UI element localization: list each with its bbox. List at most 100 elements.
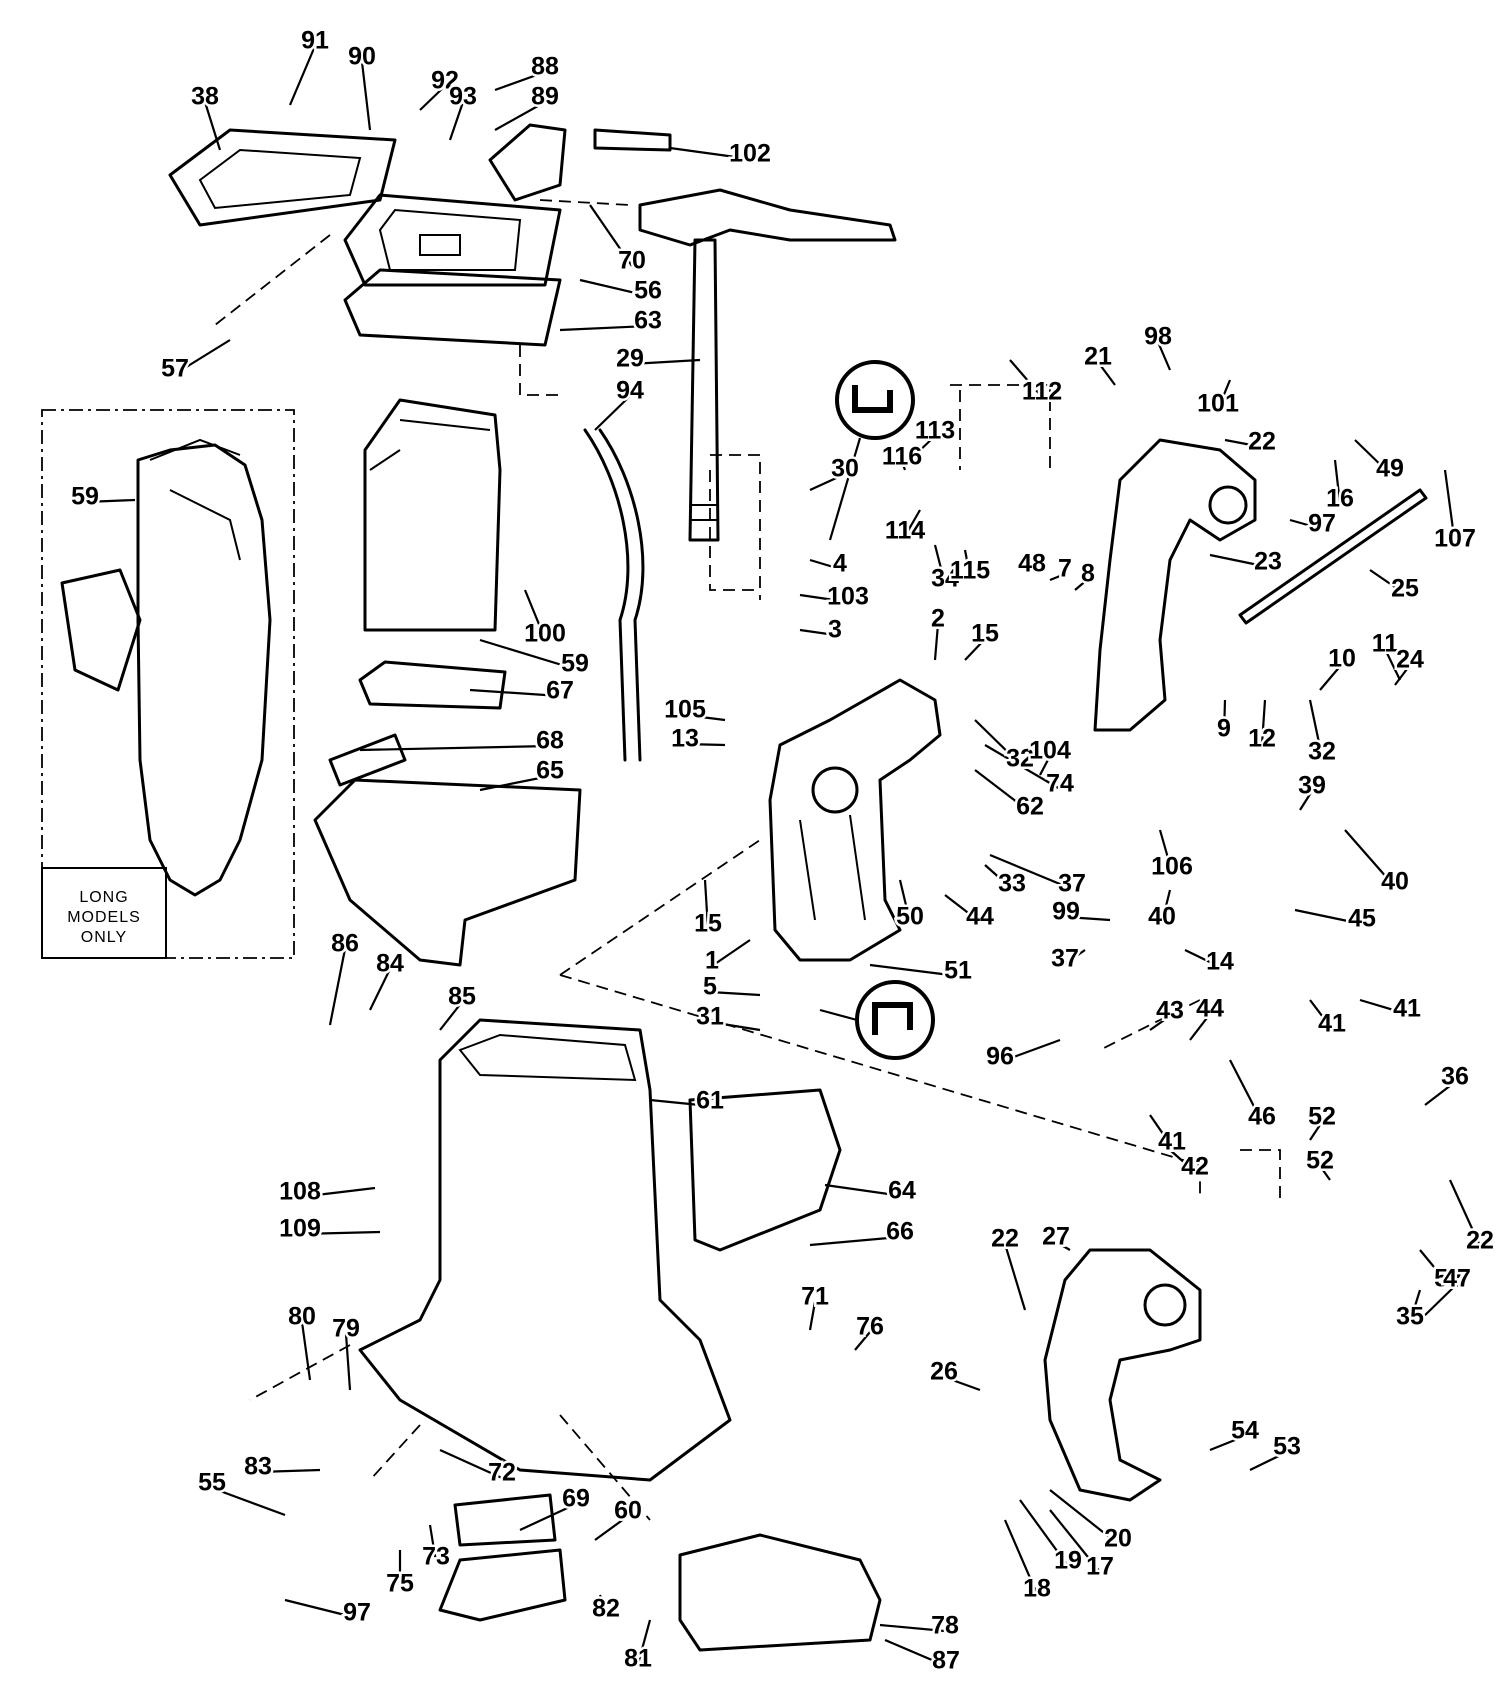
leader-line-38	[203, 101, 222, 151]
leader-line-113	[914, 435, 936, 456]
leader-line-115	[963, 549, 972, 577]
part-label-12: 12	[1248, 725, 1276, 753]
part-label-107: 107	[1434, 525, 1476, 553]
part-label-1: 1	[705, 947, 719, 975]
leader-line-116	[900, 461, 907, 471]
part-label-97: 97	[1308, 510, 1336, 538]
leader-line-16	[1333, 459, 1342, 505]
inset-note-line-2: MODELS	[67, 909, 141, 926]
part-label-47: 47	[1443, 1265, 1471, 1293]
part-label-32: 32	[1006, 745, 1034, 773]
leader-line-55	[211, 1486, 286, 1517]
part-label-78: 78	[931, 1612, 959, 1640]
leader-line-42	[1169, 1149, 1196, 1173]
leader-line-81	[636, 1619, 652, 1665]
leader-line-45	[1294, 908, 1363, 926]
leader-line-43	[1149, 1015, 1171, 1031]
part-label-21: 21	[1084, 343, 1112, 371]
part-label-42: 42	[1181, 1153, 1209, 1181]
leader-line-40	[1344, 829, 1396, 888]
leader-line-97	[1289, 518, 1323, 531]
part-label-16: 16	[1326, 485, 1354, 513]
part-label-17: 17	[1086, 1553, 1114, 1581]
part-label-43: 43	[1156, 997, 1184, 1025]
part-label-109: 109	[279, 1215, 321, 1243]
part-label-38: 38	[191, 83, 219, 111]
leader-line-11	[1384, 648, 1401, 681]
leader-line-92	[419, 85, 446, 111]
leader-line-33	[984, 864, 1013, 890]
leader-line-102	[669, 146, 751, 161]
assembly-lines	[214, 199, 1281, 1521]
part-label-48: 48	[1018, 550, 1046, 578]
part-label-104: 104	[1029, 737, 1071, 765]
part-label-32: 32	[1308, 738, 1336, 766]
leader-line-54	[1209, 1434, 1246, 1452]
leader-line-18	[1003, 1519, 1039, 1595]
leader-line-51	[869, 963, 959, 978]
part-label-96: 96	[986, 1043, 1014, 1071]
part-label-27: 27	[1042, 1223, 1070, 1251]
leader-line-24	[1394, 664, 1411, 686]
part-label-7: 7	[1058, 555, 1072, 583]
adapter-plate-assembly	[168, 128, 562, 347]
part-label-98: 98	[1144, 323, 1172, 351]
leader-line-74	[984, 744, 1061, 790]
leader-line-89	[494, 101, 546, 131]
leader-line-104	[1039, 755, 1051, 776]
part-label-29: 29	[616, 345, 644, 373]
lower-cover-parts	[438, 1088, 882, 1652]
part-label-67: 67	[546, 677, 574, 705]
part-label-22: 22	[991, 1225, 1019, 1253]
part-label-86: 86	[331, 930, 359, 958]
part-label-14: 14	[1206, 948, 1234, 976]
part-label-22: 22	[1466, 1227, 1494, 1255]
part-label-23: 23	[1254, 548, 1282, 576]
leader-line-64	[824, 1183, 903, 1198]
leader-line-82	[598, 1594, 608, 1615]
part-label-64: 64	[888, 1177, 916, 1205]
leader-line-22	[1448, 1179, 1482, 1247]
part-label-71: 71	[801, 1283, 829, 1311]
part-label-15: 15	[694, 910, 722, 938]
part-label-9: 9	[1217, 715, 1231, 743]
part-label-65: 65	[536, 757, 564, 785]
leader-line-71	[808, 1301, 817, 1331]
part-label-93: 93	[449, 83, 477, 111]
leader-line-112	[1009, 359, 1043, 398]
leader-line-14	[1184, 949, 1221, 968]
leader-line-94	[594, 395, 631, 431]
part-label-41: 41	[1318, 1010, 1346, 1038]
leader-line-107	[1443, 469, 1457, 545]
part-label-18: 18	[1023, 1575, 1051, 1603]
part-label-80: 80	[288, 1303, 316, 1331]
part-label-99: 99	[1052, 898, 1080, 926]
leader-line-25	[1369, 569, 1406, 595]
part-label-8: 8	[1081, 560, 1095, 588]
leader-line-3	[799, 628, 836, 637]
leader-line-26	[943, 1375, 981, 1392]
part-label-41: 41	[1393, 995, 1421, 1023]
part-label-44: 44	[966, 903, 994, 931]
leader-line-15	[703, 879, 710, 930]
part-label-33: 33	[998, 870, 1026, 898]
part-label-13: 13	[671, 725, 699, 753]
leader-line-96	[999, 1038, 1061, 1064]
leader-line-22	[1224, 438, 1263, 449]
leader-line-72	[439, 1448, 503, 1480]
part-label-112: 112	[1022, 378, 1062, 406]
part-label-19: 19	[1054, 1547, 1082, 1575]
part-label-2: 2	[931, 605, 945, 633]
part-label-66: 66	[886, 1218, 914, 1246]
leader-line-60	[594, 1515, 629, 1541]
part-label-89: 89	[531, 83, 559, 111]
leader-line-7	[1049, 572, 1066, 582]
part-label-76: 76	[856, 1313, 884, 1341]
part-label-39: 39	[1298, 772, 1326, 800]
leader-line-1	[711, 939, 751, 967]
part-label-62: 62	[1016, 793, 1044, 821]
leader-line-66	[809, 1235, 901, 1247]
leader-line-44	[944, 894, 981, 923]
